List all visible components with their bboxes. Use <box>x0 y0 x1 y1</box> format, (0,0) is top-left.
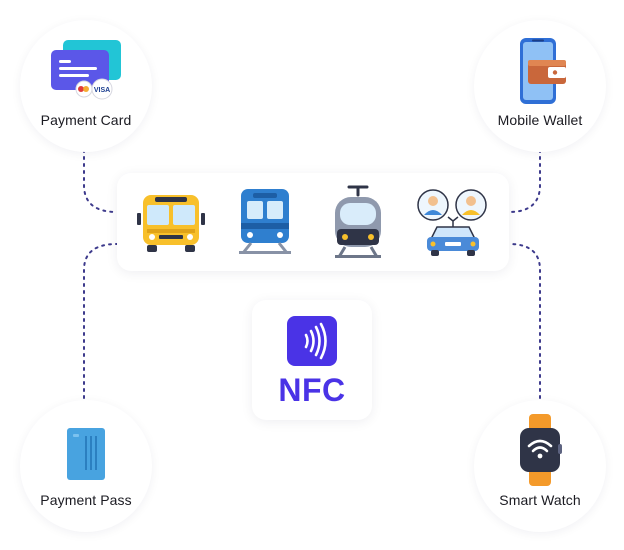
visa-badge-text: VISA <box>94 87 110 94</box>
transport-panel <box>117 173 509 271</box>
connector-pass-transport <box>83 243 118 399</box>
smart-watch-label: Smart Watch <box>499 492 581 508</box>
payment-card-node: VISA Payment Card <box>20 20 152 152</box>
connector-wallet-transport <box>508 149 541 213</box>
nfc-icon <box>287 316 337 366</box>
smart-watch-node: Smart Watch <box>474 400 606 532</box>
nfc-label: NFC <box>278 372 346 408</box>
rideshare-icon <box>417 189 487 256</box>
tram-icon <box>335 185 381 258</box>
smart-watch-icon <box>520 414 562 486</box>
connector-card-transport <box>83 149 118 213</box>
train-icon <box>239 189 291 254</box>
payment-card-icon: VISA <box>51 40 121 100</box>
mobile-wallet-icon <box>520 38 566 104</box>
connector-watch-transport <box>508 243 541 399</box>
mobile-wallet-node: Mobile Wallet <box>474 20 606 152</box>
bus-icon <box>137 195 205 252</box>
payment-card-label: Payment Card <box>40 112 132 128</box>
nfc-center-box: NFC <box>252 300 372 420</box>
payment-pass-icon <box>67 428 105 480</box>
payment-pass-label: Payment Pass <box>40 492 132 508</box>
mobile-wallet-label: Mobile Wallet <box>497 112 583 128</box>
payment-pass-node: Payment Pass <box>20 400 152 532</box>
